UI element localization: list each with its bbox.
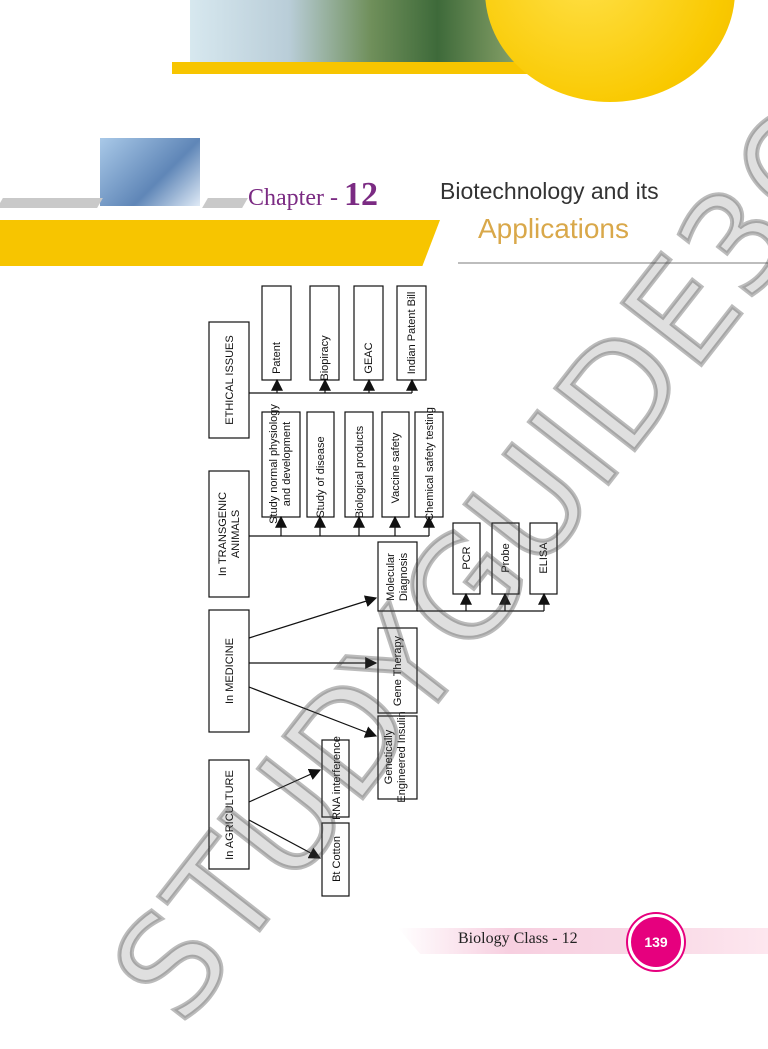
insulin-box <box>377 715 418 800</box>
molecular-diagnosis-label-line1: Molecular <box>385 553 397 601</box>
chapter-heading: Chapter - 12 <box>248 176 378 214</box>
transgenic-label-line2: ANIMALS <box>230 510 242 558</box>
chapter-title-line2: Applications <box>478 213 629 244</box>
chapter-number: 12 <box>343 176 378 213</box>
geac-label: GEAC <box>363 342 375 373</box>
header-yellow-bar <box>172 62 542 74</box>
rna-interference-label: RNA interference <box>331 736 343 820</box>
gene-therapy-label: Gene Therapy <box>392 635 404 706</box>
rna-interference-box <box>321 739 350 818</box>
molecular-diagnosis-box <box>377 541 418 612</box>
ethical-issues-label: ETHICAL ISSUES <box>224 335 236 424</box>
biological-products-label: Biological products <box>354 425 366 518</box>
study-normal-physiology-label-line1: Study normal physiology <box>268 404 280 524</box>
patent-label: Patent <box>271 342 283 374</box>
vaccine-safety-label: Vaccine safety <box>390 432 402 503</box>
medicine-box <box>208 609 250 733</box>
footer-book-title: Biology Class - 12 <box>458 930 578 947</box>
molecular-diagnosis-label-line2: Diagnosis <box>398 552 410 601</box>
elisa-label: ELISA <box>538 542 550 574</box>
ethical-issues-box <box>208 321 250 439</box>
agriculture-arrow <box>248 768 322 803</box>
bt-cotton-box <box>321 822 350 897</box>
footer-pink-band <box>398 928 768 954</box>
indian-patent-bill-label: Indian Patent Bill <box>406 292 418 375</box>
insulin-label-line1: Genetically <box>383 729 395 784</box>
agriculture-label: In AGRICULTURE <box>224 770 236 860</box>
chemical-safety-testing-label: Chemical safety testing <box>424 407 436 521</box>
page-number-badge: 139 <box>628 914 684 970</box>
agriculture-box <box>208 759 250 870</box>
medicine-label: In MEDICINE <box>224 638 236 704</box>
bt-cotton-label: Bt Cotton <box>331 836 343 882</box>
medicine-arrow <box>248 595 378 639</box>
pcr-label: PCR <box>461 546 473 569</box>
header-photo-strip <box>190 0 520 62</box>
study-of-disease-label: Study of disease <box>315 436 327 517</box>
probe-label: Probe <box>500 543 512 572</box>
transgenic-animals-box <box>208 470 250 598</box>
insulin-label-line2: Engineered Insulin <box>396 711 408 802</box>
biopiracy-label: Biopiracy <box>319 335 331 381</box>
agriculture-arrow <box>248 819 322 859</box>
gene-therapy-box <box>377 627 418 714</box>
applications-diagram: ETHICAL ISSUES In TRANSGENIC ANIMALS In … <box>208 285 558 897</box>
title-divider <box>458 262 768 264</box>
chapter-title-line1: Biotechnology and its <box>440 178 659 204</box>
transgenic-label-line1: In TRANSGENIC <box>217 492 229 576</box>
chapter-label: Chapter - <box>248 185 344 211</box>
medicine-arrow <box>248 686 378 738</box>
chapter-thumbnail-image <box>100 138 200 206</box>
study-normal-physiology-label-line2: and development <box>281 422 293 506</box>
chapter-yellow-bar <box>0 220 440 266</box>
